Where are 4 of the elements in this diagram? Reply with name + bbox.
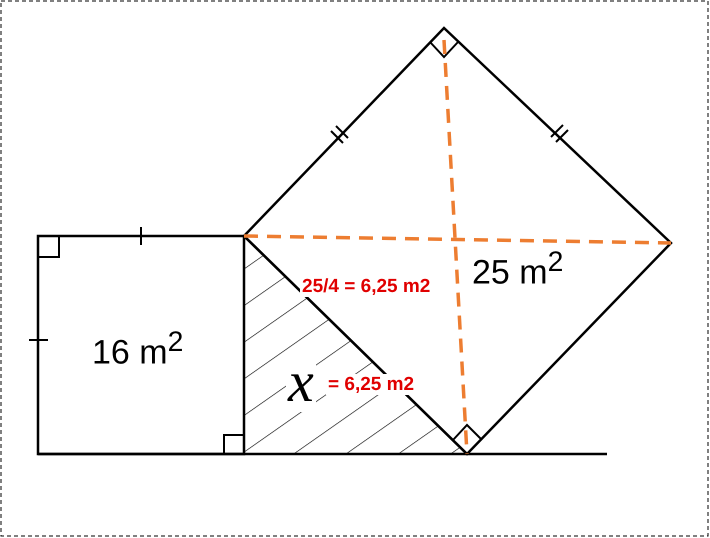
- calculation-label: 25/4 = 6,25 m2: [300, 276, 432, 297]
- area-label: 25 m$^{2}$: [472, 248, 564, 290]
- calculation-label: = 6,25 m2: [326, 374, 416, 395]
- area-label: 16 m$^{2}$: [92, 328, 184, 370]
